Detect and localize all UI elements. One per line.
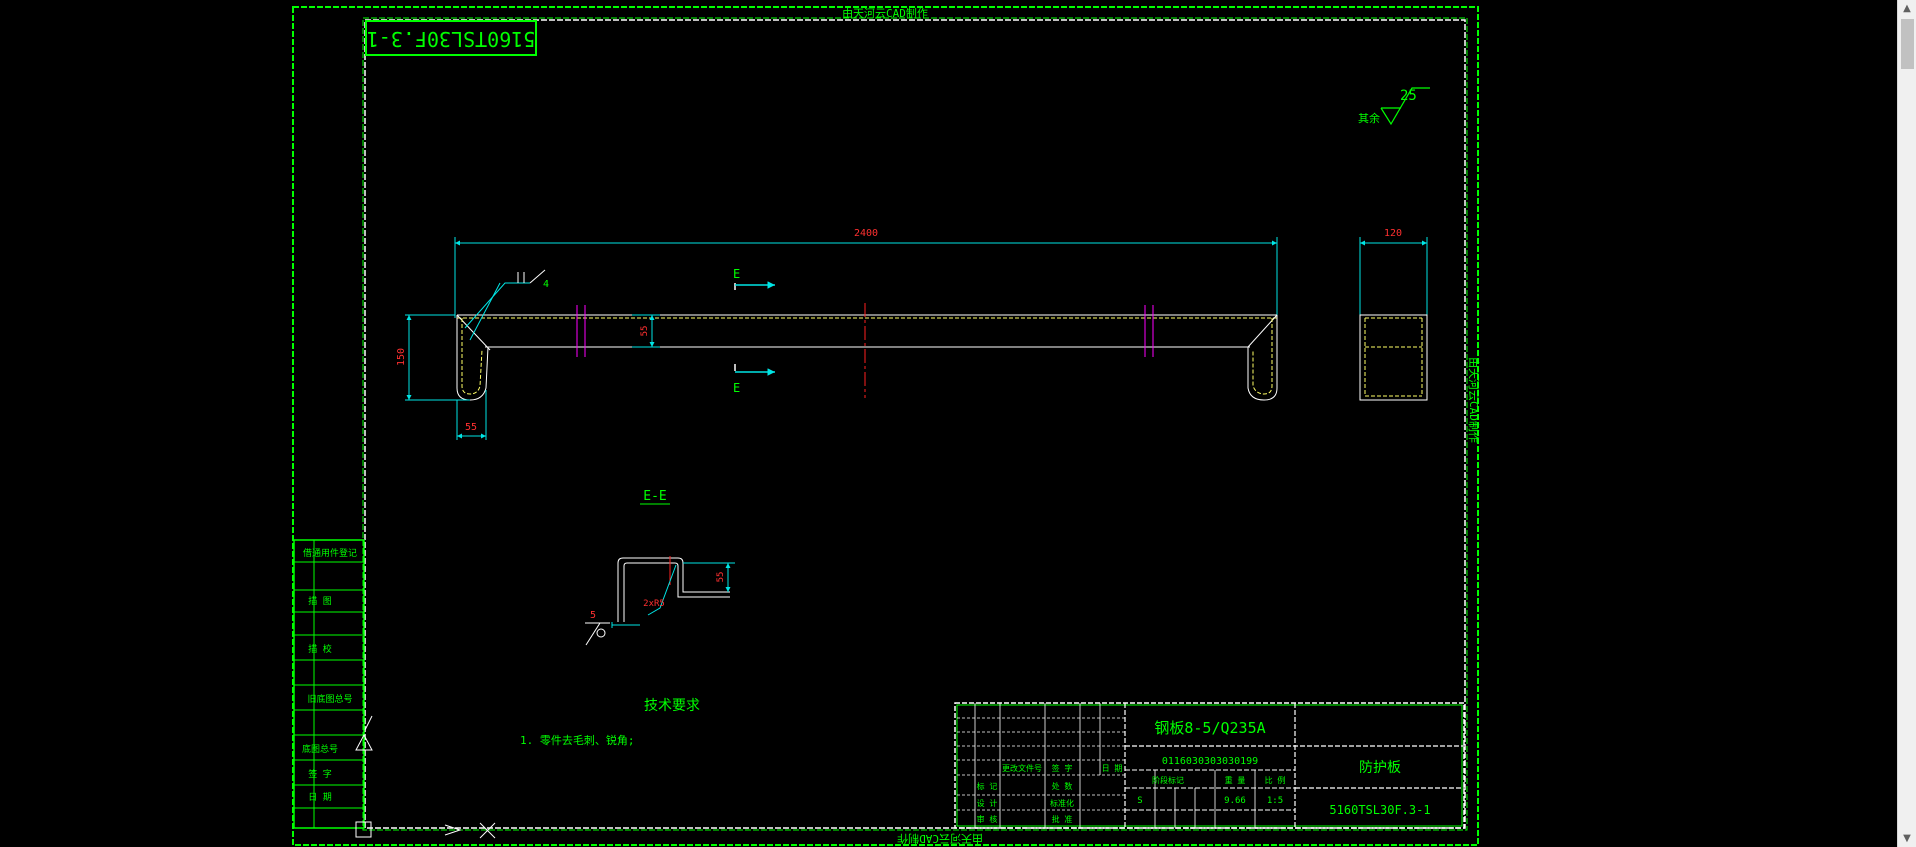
- dim-height: 150: [396, 348, 407, 366]
- title-code-number: 0116030303030199: [1162, 756, 1258, 767]
- strip-label-5: 签 字: [308, 768, 331, 780]
- scale-value-4: 9.66: [1224, 796, 1246, 806]
- roughness-icon: [1380, 87, 1430, 126]
- title-material: 钢板8-5/Q235A: [1154, 719, 1265, 737]
- mod-header-0: 更改文件号: [1002, 763, 1042, 773]
- title-part-name: 防护板: [1359, 760, 1401, 776]
- strip-label-4: 底图总号: [302, 743, 338, 755]
- roughness-value: 25: [1400, 88, 1417, 104]
- scroll-down-icon[interactable]: ▼: [1898, 830, 1916, 847]
- inner-border-green: [362, 17, 1468, 831]
- dim-section-weld: 5: [590, 610, 596, 621]
- scroll-up-icon[interactable]: ▲: [1898, 0, 1916, 17]
- left-row-2: 审 核: [977, 814, 998, 824]
- header-watermark: 由天河云CAD制作: [842, 6, 928, 20]
- mod-header-2: 日 期: [1102, 764, 1123, 773]
- scale-value-0: S: [1137, 796, 1142, 806]
- dim-section-depth: 55: [716, 572, 726, 583]
- strip-label-1: 描 图: [308, 595, 331, 607]
- left-row2-1: 标准化: [1050, 798, 1074, 808]
- dim-weld: 4: [543, 279, 549, 290]
- title-drawing-number: 5160TSL30F.3-1: [1329, 803, 1430, 817]
- scale-header-1: 重 量: [1225, 775, 1246, 785]
- dim-web: 55: [640, 326, 650, 337]
- corner-code: 5160TSL30F.3-1: [367, 27, 536, 51]
- vertical-scrollbar[interactable]: [1897, 0, 1916, 847]
- section-title: E-E: [643, 489, 666, 504]
- section-mark-bottom: E: [733, 381, 740, 395]
- left-strip: 借通用件登记 描 图 描 校 旧底图总号 底图总号 签 字 日 期: [293, 539, 496, 839]
- left-row-0: 标 记: [977, 781, 998, 791]
- left-row2-2: 批 准: [1052, 814, 1073, 824]
- scale-header-2: 比 例: [1265, 775, 1286, 785]
- scale-value-5: 1:5: [1267, 796, 1283, 806]
- inner-border: [364, 19, 1466, 829]
- tech-title: 技术要求: [644, 698, 700, 714]
- footer-watermark: 由天河云CAD制作: [897, 832, 983, 846]
- strip-label-0: 借通用件登记: [303, 547, 357, 559]
- section-view: E-E 55 2xR5 5: [585, 489, 735, 646]
- scroll-thumb[interactable]: [1901, 19, 1914, 69]
- title-block: 钢板8-5/Q235A 0116030303030199 防护板 5160TSL…: [954, 702, 1465, 829]
- side-watermark: 由天河云CAD制作: [1467, 357, 1481, 443]
- left-row-1: 设 计: [977, 798, 998, 808]
- dim-section-bend: 2xR5: [643, 599, 665, 609]
- section-mark-top: E: [733, 267, 740, 281]
- dim-foot: 55: [465, 422, 477, 433]
- roughness-label: 其余: [1358, 111, 1380, 125]
- dim-side-width: 120: [1384, 228, 1402, 239]
- mod-header-1: 签 字: [1052, 763, 1073, 773]
- left-row2-0: 处 数: [1052, 781, 1073, 791]
- strip-label-2: 描 校: [308, 643, 331, 655]
- corner-code-box: [365, 20, 537, 56]
- front-view: 2400 150: [396, 228, 1278, 440]
- dim-overall-length: 2400: [854, 228, 878, 239]
- outer-border: [292, 6, 1479, 846]
- strip-label-3: 旧底图总号: [307, 693, 352, 705]
- tech-note: 1. 零件去毛刺、锐角;: [520, 733, 635, 747]
- strip-label-6: 日 期: [308, 792, 331, 803]
- scale-header-0: 阶段标记: [1152, 775, 1184, 785]
- side-view: 120: [1359, 228, 1428, 401]
